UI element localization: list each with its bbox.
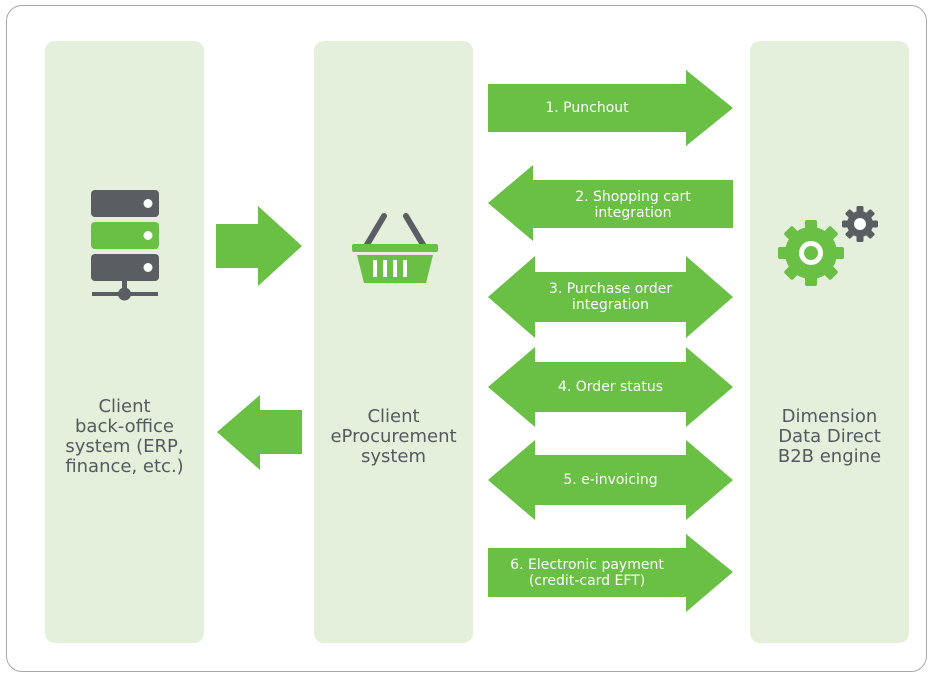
flow-label-3: 3. Purchase order integration [548, 281, 673, 313]
gears-icon [778, 206, 878, 286]
panel-label-eprocurement: Client eProcurement system [330, 406, 457, 467]
side-arrow-right [216, 206, 302, 286]
flow-arrow-5 [488, 440, 733, 520]
panel-label-back-office: Client back-office system (ERP, finance,… [65, 396, 184, 477]
flow-label-2: 2. Shopping cart integration [575, 189, 691, 221]
panel-client-back-office: Client back-office system (ERP, finance,… [45, 41, 204, 643]
flow-arrow-4 [488, 347, 733, 427]
flow-label-4: 4. Order status [557, 379, 664, 395]
panel-label-b2b-engine: Dimension Data Direct B2B engine [777, 406, 882, 467]
panel-b2b-engine: Dimension Data Direct B2B engine [750, 41, 909, 643]
flow-arrow-6 [488, 534, 733, 612]
flow-label-5: 5. e-invoicing [563, 472, 658, 488]
flow-arrow-3 [488, 256, 733, 338]
flow-label-6: 6. Electronic payment (credit-card EFT) [510, 557, 664, 589]
shopping-basket-icon [352, 213, 438, 283]
panel-client-eprocurement: Client eProcurement system [314, 41, 473, 643]
server-icon [91, 190, 159, 301]
flow-arrow-2 [488, 165, 733, 241]
flow-label-1: 1. Punchout [545, 100, 629, 116]
side-arrow-left [217, 395, 302, 470]
flow-arrow-1 [488, 70, 733, 146]
